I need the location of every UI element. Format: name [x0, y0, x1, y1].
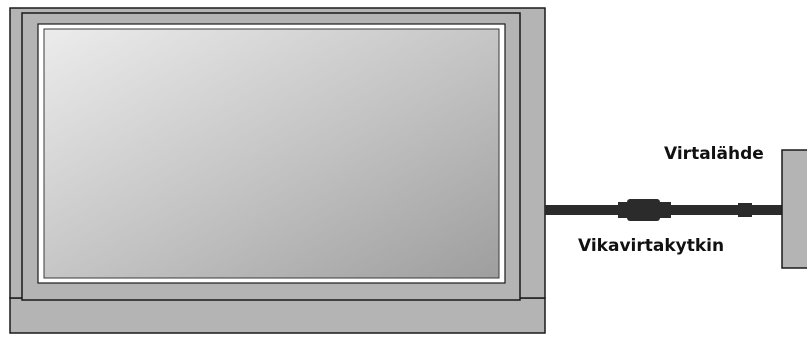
- power-source-box: [781, 149, 807, 269]
- rcd-collar-left: [618, 202, 630, 218]
- rcd-body: [627, 199, 660, 221]
- power-source-label: Virtalähde: [664, 144, 764, 164]
- power-cable-left: [545, 205, 630, 215]
- power-cable-right: [670, 205, 782, 215]
- rcd-collar-right: [657, 202, 671, 218]
- tv-screen: [43, 28, 500, 279]
- tv-stand: [9, 297, 546, 334]
- rcd-label: Vikavirtakytkin: [578, 236, 725, 256]
- plug-housing: [738, 203, 752, 217]
